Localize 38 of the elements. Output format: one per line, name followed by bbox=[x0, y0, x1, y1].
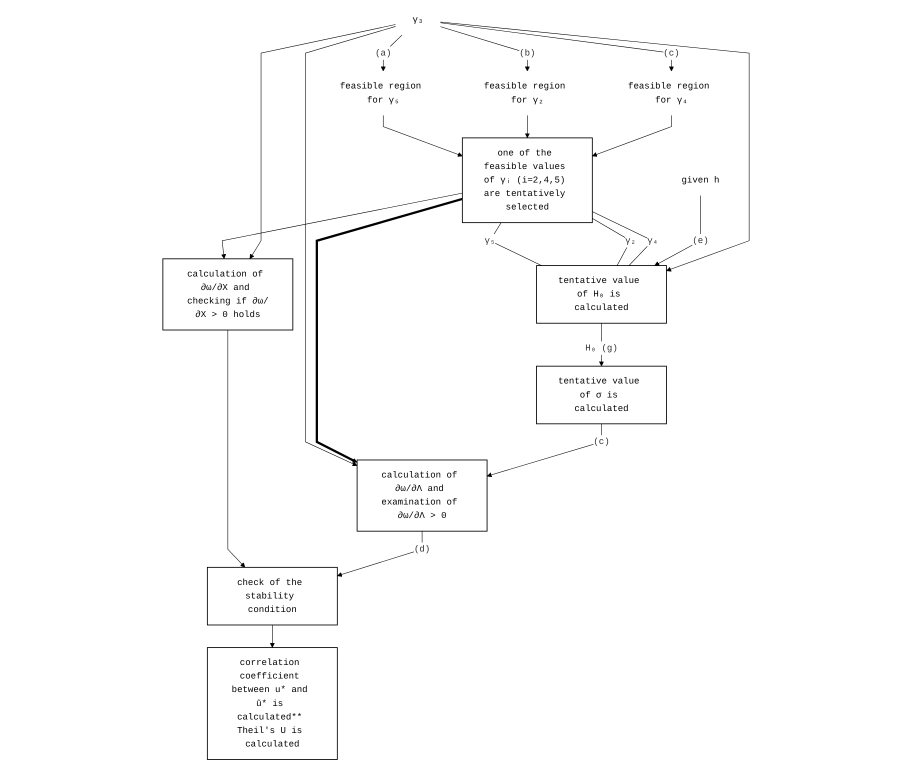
edge-label: (c) bbox=[663, 48, 680, 58]
node-text: given h bbox=[681, 175, 720, 186]
arrow bbox=[337, 530, 422, 577]
edge-label: (b) bbox=[519, 48, 536, 58]
edge-label: γ₂ bbox=[625, 236, 636, 246]
arrow bbox=[440, 22, 674, 72]
edge-label: (c) bbox=[593, 436, 610, 447]
arrow bbox=[440, 22, 750, 272]
arrow bbox=[305, 26, 396, 466]
arrow bbox=[250, 24, 396, 260]
node-box: check of the stability condition bbox=[206, 566, 338, 626]
arrow bbox=[221, 192, 463, 260]
edge-label: H₀ (g) bbox=[585, 343, 618, 354]
edge-label: (e) bbox=[692, 236, 709, 246]
node-box: correlation coefficient between u* and û* is calculated** Theil's U is calculated bbox=[206, 647, 338, 760]
arrow bbox=[524, 115, 530, 138]
arrow bbox=[380, 34, 402, 72]
node-text: feasible region for γ₅ bbox=[340, 81, 422, 106]
arrow bbox=[592, 115, 672, 157]
node-box: tentative value of H₀ is calculated bbox=[536, 265, 667, 324]
node-box: calculation of ∂ω/∂Λ and examination of ∂ω/∂Λ > 0 bbox=[356, 460, 488, 532]
arrow bbox=[228, 330, 246, 568]
edge-label: γ₄ bbox=[647, 236, 658, 246]
node-box: tentative value of σ is calculated bbox=[536, 366, 667, 424]
arrow bbox=[270, 624, 275, 648]
arrow bbox=[382, 115, 463, 157]
arrow bbox=[316, 198, 463, 463]
node-text: feasible region for γ₂ bbox=[484, 81, 566, 106]
arrow bbox=[654, 195, 701, 266]
node-text: γ₃ bbox=[412, 14, 424, 25]
arrow bbox=[486, 424, 602, 478]
node-box: one of the feasible values of γᵢ (i=2,4,5) are tentatively selected bbox=[462, 137, 593, 224]
arrow bbox=[440, 26, 530, 72]
edge-label: (a) bbox=[375, 48, 392, 58]
node-text: feasible region for γ₄ bbox=[628, 81, 710, 106]
node-box: calculation of ∂ω/∂X and checking if ∂ω/∂X > 0 holds bbox=[162, 258, 294, 330]
edge-label: (d) bbox=[414, 544, 430, 554]
edge-label: γ₅ bbox=[484, 236, 496, 246]
